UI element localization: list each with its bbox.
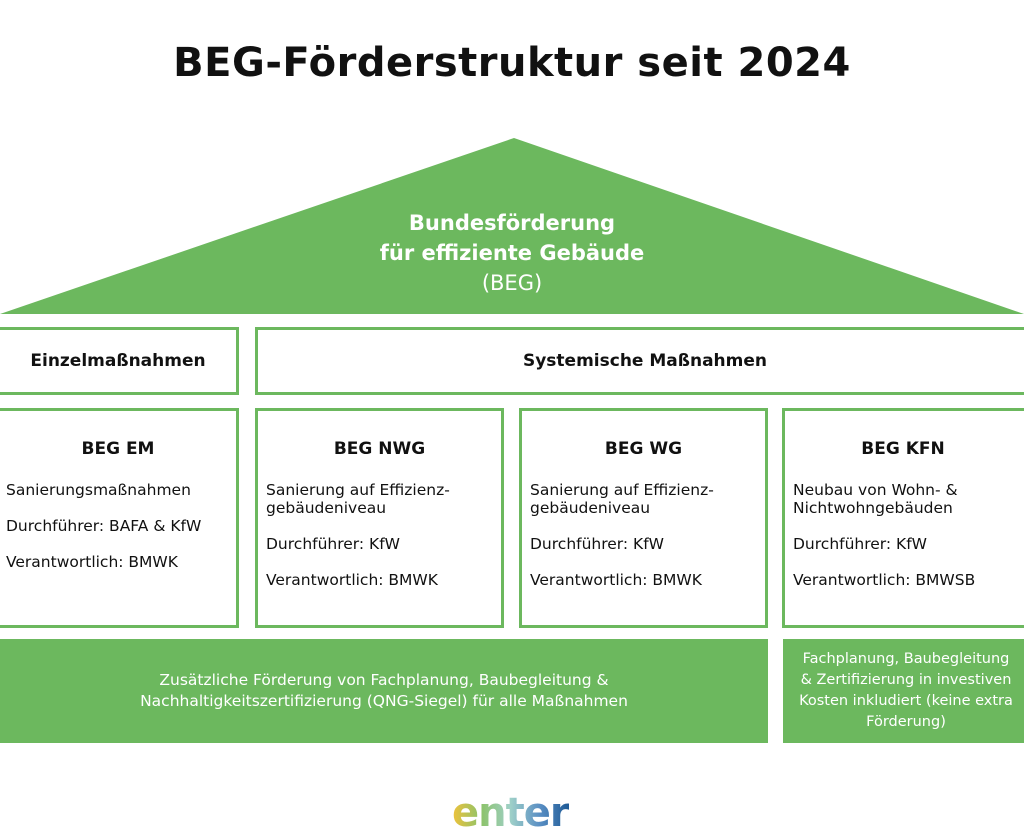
card-executor: Durchführer: KfW <box>266 535 401 553</box>
category-systemic: Systemische Maßnahmen <box>255 327 1024 395</box>
card-title: BEG NWG <box>333 439 426 459</box>
card-responsible: Verantwortlich: BMWK <box>6 553 178 571</box>
card-desc: Sanierung auf Effizienz- gebäudeniveau <box>530 481 714 517</box>
card-title: BEG EM <box>81 439 155 459</box>
card-responsible: Verantwortlich: BMWK <box>530 571 702 589</box>
card-beg-nwg: BEG NWG Sanierung auf Effizienz- gebäude… <box>255 408 504 628</box>
card-responsible: Verantwortlich: BMWSB <box>793 571 976 589</box>
roof-line-1: Bundesförderung <box>408 211 616 235</box>
card-executor: Durchführer: BAFA & KfW <box>6 517 202 535</box>
card-beg-kfn: BEG KFN Neubau von Wohn- & Nichtwohngebä… <box>782 408 1024 628</box>
card-desc: Sanierungsmaßnahmen <box>6 481 191 499</box>
card-beg-wg: BEG WG Sanierung auf Effizienz- gebäuden… <box>519 408 768 628</box>
card-desc: Sanierung auf Effizienz- gebäudeniveau <box>266 481 450 517</box>
card-executor: Durchführer: KfW <box>793 535 928 553</box>
card-executor: Durchführer: KfW <box>530 535 665 553</box>
card-title: BEG WG <box>604 439 683 459</box>
roof-label: Bundesförderung für effiziente Gebäude (… <box>262 208 762 298</box>
roof-line-3: (BEG) <box>481 271 543 295</box>
category-single: Einzelmaßnahmen <box>0 327 239 395</box>
card-beg-em: BEG EM Sanierungsmaßnahmen Durchführer: … <box>0 408 239 628</box>
enter-logo: enter <box>452 790 570 836</box>
roof-line-2: für effiziente Gebäude <box>379 241 645 265</box>
card-desc: Neubau von Wohn- & Nichtwohngebäuden <box>793 481 958 517</box>
card-title: BEG KFN <box>861 439 945 459</box>
bottom-bar-included-costs: Fachplanung, Baubegleitung & Zertifizier… <box>783 639 1024 743</box>
page-title: BEG-Förderstruktur seit 2024 <box>173 40 851 86</box>
card-responsible: Verantwortlich: BMWK <box>266 571 438 589</box>
bottom-bar-additional-funding: Zusätzliche Förderung von Fachplanung, B… <box>0 639 768 743</box>
roof-triangle <box>0 138 1024 314</box>
